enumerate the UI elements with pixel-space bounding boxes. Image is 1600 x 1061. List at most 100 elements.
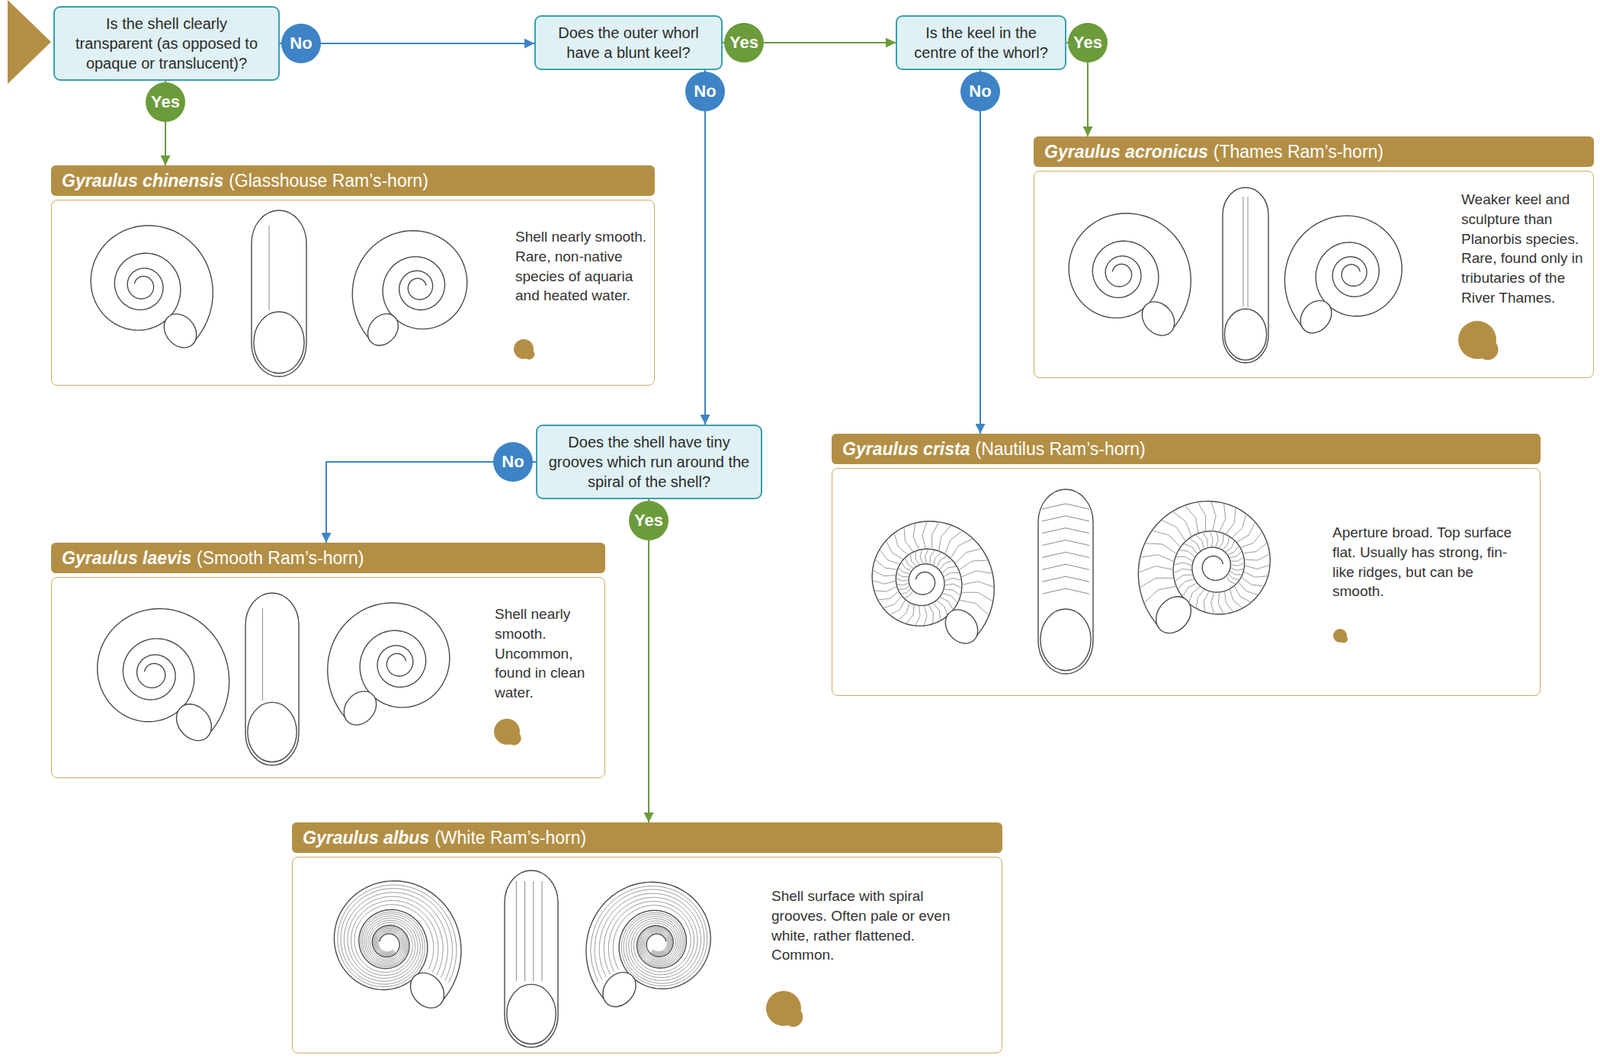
shell-aperture <box>403 966 451 1016</box>
side-detail <box>1247 196 1249 308</box>
shell-rib <box>1195 589 1204 608</box>
shell-rib <box>897 583 909 586</box>
silhouette-aperture <box>506 731 522 746</box>
species-description: Weaker keel and sculpture than Planorbis… <box>1461 189 1590 308</box>
shell-rib <box>933 552 941 565</box>
shell-rib <box>962 581 994 587</box>
shell-rib <box>1234 586 1251 602</box>
shell-rib <box>884 596 902 608</box>
shell-side-view <box>1038 489 1094 674</box>
shell-aperture <box>939 602 985 650</box>
answer-badge: Yes <box>145 82 186 122</box>
shell-rib <box>898 567 910 574</box>
shell-rib <box>897 602 910 620</box>
shell-rib <box>959 560 988 570</box>
species-box: Shell surface with spiral grooves. Often… <box>291 856 1003 1054</box>
shell-rib <box>961 592 993 601</box>
species-name: Gyraulus albus <box>302 827 430 849</box>
shell-aperture <box>157 307 204 354</box>
side-detail <box>532 881 534 982</box>
shell-rib <box>1189 538 1201 551</box>
question-text: Is the shell clearly transparent (as opp… <box>65 13 268 74</box>
shell-rib <box>936 600 947 616</box>
shell-rib <box>897 573 909 578</box>
answer-badge: No <box>685 71 725 112</box>
shell-rib <box>936 556 947 568</box>
shell-rib <box>873 570 896 576</box>
shell-rib <box>1174 562 1193 566</box>
species-panel: Gyraulus chinensis(Glasshouse Ram’s-horn… <box>51 165 655 386</box>
shell-rib <box>1244 554 1269 561</box>
side-outline <box>251 210 307 377</box>
shell-rib <box>898 586 910 590</box>
shell-aperture <box>169 697 219 748</box>
shell-rib <box>1231 514 1246 538</box>
shell-rib <box>1231 557 1244 562</box>
shell-rib <box>1179 550 1195 558</box>
shell-rib <box>920 550 923 564</box>
shell-rib <box>1173 568 1192 573</box>
shell-rib <box>931 522 939 549</box>
shell-rib <box>1240 532 1262 548</box>
answer-badge: Yes <box>628 500 669 541</box>
shell-rib <box>922 522 927 549</box>
size-silhouette <box>1458 320 1499 360</box>
side-detail <box>1042 551 1090 558</box>
shell-rib <box>929 605 934 624</box>
shell-side-view <box>504 870 558 1048</box>
shell-side-view <box>245 593 299 766</box>
shell-rib <box>1189 586 1200 603</box>
shell-rib <box>925 549 929 564</box>
shell-rib <box>1198 503 1206 532</box>
species-panel: Gyraulus albus(White Ram’s-horn) Shell su… <box>291 822 1003 1054</box>
shell-rib <box>1238 582 1258 595</box>
shell-rib <box>923 606 927 626</box>
shell-rib <box>896 578 908 581</box>
shell-drawing <box>97 609 230 748</box>
shell-rib <box>1211 502 1216 531</box>
shell-rib <box>1231 567 1244 571</box>
silhouette-aperture <box>523 348 535 360</box>
species-name: Gyraulus laevis <box>61 548 192 569</box>
answer-badge: No <box>960 71 1001 112</box>
question-box: Does the shell have tiny grooves which r… <box>535 424 763 500</box>
shell-rib <box>890 600 905 616</box>
shell-rib <box>1183 544 1197 555</box>
side-detail <box>524 881 526 982</box>
shell-groove <box>590 886 708 987</box>
shell-drawing <box>333 881 461 1015</box>
shell-rib <box>875 586 897 593</box>
question-text: Does the outer whorl have a blunt keel? <box>546 22 711 63</box>
shell-rib <box>1222 537 1229 550</box>
shell-drawing <box>1138 501 1270 641</box>
side-detail <box>541 881 543 982</box>
shell-rib <box>1228 545 1238 555</box>
question-box: Is the keel in the centre of the whorl? <box>895 15 1067 71</box>
size-silhouette <box>766 990 803 1027</box>
species-heading-band: Gyraulus acronicus(Thames Ram’s-horn) <box>1033 136 1594 167</box>
side-outline <box>1038 489 1094 674</box>
shell-drawing <box>90 225 213 355</box>
shell-rib <box>1145 543 1177 554</box>
shell-aperture <box>361 307 405 353</box>
side-detail <box>1042 528 1090 534</box>
side-aperture <box>1224 308 1267 360</box>
common-name: (White Ram’s-horn) <box>434 827 587 849</box>
shell-rib <box>1229 589 1242 609</box>
shell-rib <box>1231 563 1244 566</box>
shell-rib <box>1183 583 1197 597</box>
shell-rib <box>1243 543 1267 554</box>
shell-rib <box>1244 565 1270 570</box>
size-silhouette <box>1333 628 1348 643</box>
shell-rib <box>1225 541 1235 552</box>
species-description: Shell nearly smooth. Uncommon, found in … <box>494 604 611 703</box>
species-heading-band: Gyraulus laevis(Smooth Ram’s-horn) <box>51 542 606 574</box>
question-text: Does the shell have tiny grooves which r… <box>548 432 751 492</box>
shell-rib <box>1203 591 1209 612</box>
species-heading-band: Gyraulus chinensis(Glasshouse Ram’s-horn… <box>51 165 655 196</box>
species-panel: Gyraulus crista(Nautilus Ram’s-horn)Aper… <box>831 433 1541 696</box>
shell-drawing <box>327 602 450 732</box>
shell-rib <box>910 554 917 567</box>
shell-rib <box>872 580 895 584</box>
